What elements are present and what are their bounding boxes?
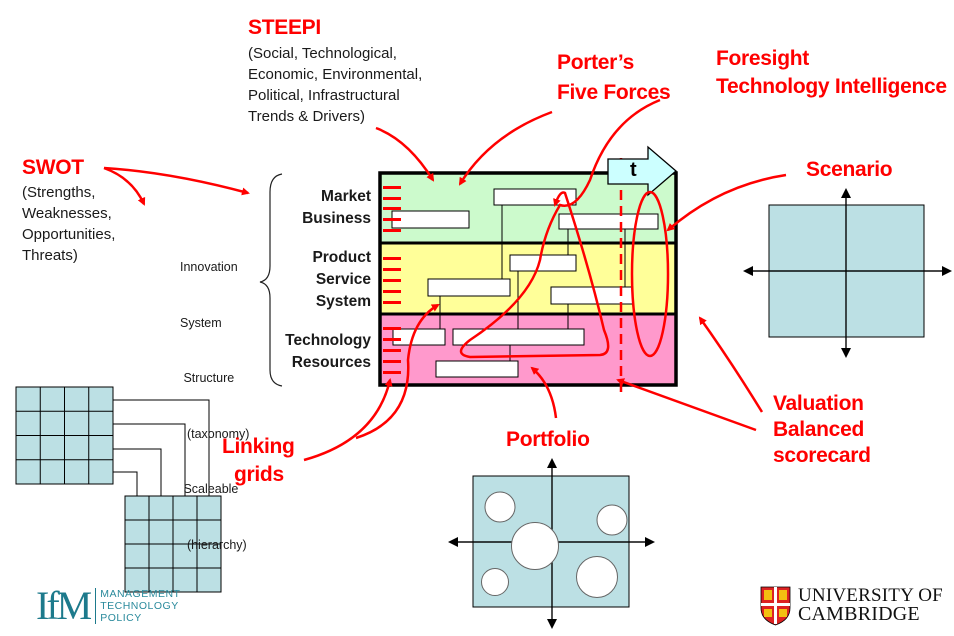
- innovation-line: Innovation: [180, 260, 238, 274]
- swot-line: (Strengths,: [22, 184, 96, 202]
- time-arrow: [607, 145, 677, 197]
- ifm-logo: IfM MANAGEMENT TECHNOLOGY POLICY: [36, 586, 180, 626]
- scenario-oval: [630, 190, 670, 358]
- layer-market-business: [380, 173, 676, 243]
- layer-label-line: Business: [302, 210, 371, 227]
- cambridge-line: UNIVERSITY OF: [798, 585, 943, 606]
- scenario-matrix: [743, 188, 952, 358]
- bar: [558, 213, 659, 230]
- innovation-line: (hierarchy): [180, 537, 247, 552]
- bar: [435, 360, 519, 378]
- swot-block: SWOT (Strengths, Weaknesses, Opportuniti…: [22, 155, 115, 266]
- portfolio-bubble: [481, 568, 509, 596]
- innovation-line: Structure: [180, 371, 235, 385]
- portfolio-bubble: [511, 522, 559, 570]
- swot-line: Opportunities,: [22, 226, 116, 244]
- layer-label-line: Market: [321, 188, 371, 205]
- portfolio-bubble: [596, 504, 628, 536]
- valuation-arrow-2: [616, 378, 757, 432]
- grid-tick-marks: [383, 186, 401, 374]
- bar: [427, 278, 511, 297]
- valuation-line: Balanced: [773, 418, 864, 441]
- bar: [391, 210, 470, 229]
- linking-line: grids: [234, 463, 284, 486]
- scenario-title: Scenario: [806, 158, 893, 181]
- time-arrow-label: t: [630, 159, 637, 181]
- innovation-line: (taxonomy): [180, 426, 250, 441]
- steepi-block: STEEPI (Social, Technological, Economic,…: [248, 15, 422, 127]
- linking-grids: [15, 386, 222, 593]
- swot-line: Threats): [22, 247, 78, 265]
- ifm-line: MANAGEMENT: [100, 588, 181, 600]
- steepi-title: STEEPI: [248, 16, 321, 39]
- portfolio-bubble: [576, 556, 618, 598]
- innovation-line: Scaleable: [180, 482, 239, 496]
- porters-block: Porter’s Five Forces: [557, 47, 671, 107]
- foresight-block: Foresight Technology Intelligence: [716, 44, 947, 100]
- bar: [509, 254, 577, 272]
- steepi-line: Trends & Drivers): [248, 108, 365, 126]
- layer-label-line: Resources: [291, 354, 371, 371]
- bar: [452, 328, 585, 346]
- cambridge-logo: UNIVERSITY OF CAMBRIDGE: [798, 586, 943, 624]
- portfolio-arrow: [530, 366, 558, 419]
- swot-arrow-2: [103, 166, 146, 206]
- swot-line: Weaknesses,: [22, 205, 112, 223]
- foresight-line: Foresight: [716, 47, 809, 70]
- linking-arrow-2: [355, 303, 440, 440]
- foresight-line: Technology Intelligence: [716, 75, 947, 98]
- swot-arrow-1: [103, 166, 250, 196]
- layer-label-technology-resources: Technology Resources: [285, 330, 371, 374]
- portfolio-matrix: [448, 458, 655, 629]
- roadmap-links: [439, 205, 626, 362]
- ifm-line: TECHNOLOGY: [100, 600, 179, 612]
- cambridge-line: CAMBRIDGE: [798, 603, 920, 625]
- swot-title: SWOT: [22, 156, 84, 179]
- valuation-block: Valuation Balanced scorecard: [773, 391, 871, 469]
- grid-b: [124, 495, 222, 593]
- linking-arrow-1: [303, 378, 393, 462]
- foresight-loop: [459, 98, 661, 359]
- roadmap-chart: [378, 145, 678, 398]
- layer-label-line: Technology: [285, 332, 371, 349]
- layer-label-line: Service: [315, 271, 371, 288]
- ifm-mark: IfM: [36, 583, 92, 628]
- cambridge-shield-icon: [760, 586, 791, 626]
- portfolio-bubble: [484, 491, 516, 523]
- layer-label-line: Product: [312, 249, 371, 266]
- linking-line: Linking: [222, 435, 295, 458]
- porters-line: Porter’s: [557, 51, 634, 74]
- linking-block: Linking grids: [222, 432, 295, 488]
- porters-arrow: [458, 110, 553, 186]
- grid-a: [15, 386, 114, 485]
- layer-label-market-business: Market Business: [302, 186, 371, 230]
- bar: [392, 328, 446, 346]
- porters-line: Five Forces: [557, 81, 671, 104]
- steepi-arrow: [375, 126, 435, 182]
- ifm-line: POLICY: [100, 612, 142, 624]
- innovation-line: System: [180, 315, 222, 330]
- layer-label-product-service-system: Product Service System: [312, 247, 371, 313]
- steepi-line: (Social, Technological,: [248, 45, 397, 63]
- valuation-line: scorecard: [773, 444, 871, 467]
- layer-technology-resources: [380, 314, 676, 385]
- annotation-arrows: [103, 98, 787, 462]
- portfolio-title: Portfolio: [506, 428, 590, 451]
- grid-connectors: [113, 399, 210, 496]
- valuation-line: Valuation: [773, 392, 864, 415]
- innovation-block: Innovation System Structure (taxonomy) S…: [180, 222, 249, 573]
- steepi-line: Political, Infrastructural: [248, 87, 400, 105]
- innovation-brace: [259, 173, 283, 387]
- layer-label-line: System: [315, 293, 371, 310]
- steepi-line: Economic, Environmental,: [248, 66, 423, 84]
- valuation-arrow-1: [698, 316, 764, 413]
- scenario-arrow: [666, 173, 787, 232]
